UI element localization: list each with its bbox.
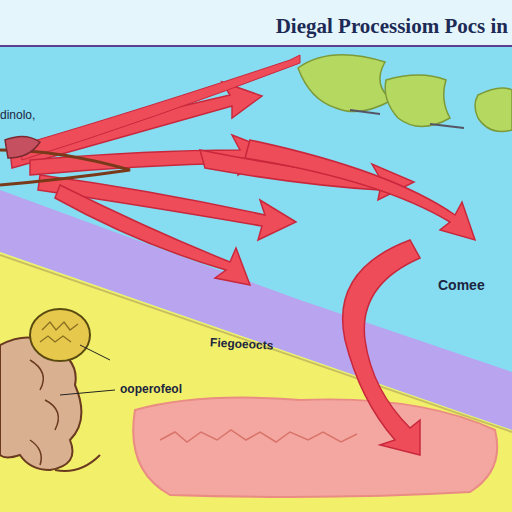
green-stems: [350, 110, 464, 128]
red-arrows: [10, 55, 475, 455]
diagram-title: Diegal Processiom Pocs in: [276, 14, 508, 39]
blob-texture: [160, 430, 357, 442]
green-lump: [385, 75, 450, 127]
yellow-ground: [0, 252, 512, 512]
food-items: [0, 309, 115, 471]
pink-mass: [133, 398, 497, 497]
part-label: dinolo,: [0, 108, 35, 122]
part-label: ooperofeol: [120, 382, 182, 396]
mouth-shape: [5, 136, 40, 158]
title-rule: [0, 45, 512, 47]
green-lump: [475, 88, 512, 132]
part-label: Comee: [438, 277, 485, 293]
title-band: [0, 0, 512, 46]
green-lump: [298, 55, 392, 112]
